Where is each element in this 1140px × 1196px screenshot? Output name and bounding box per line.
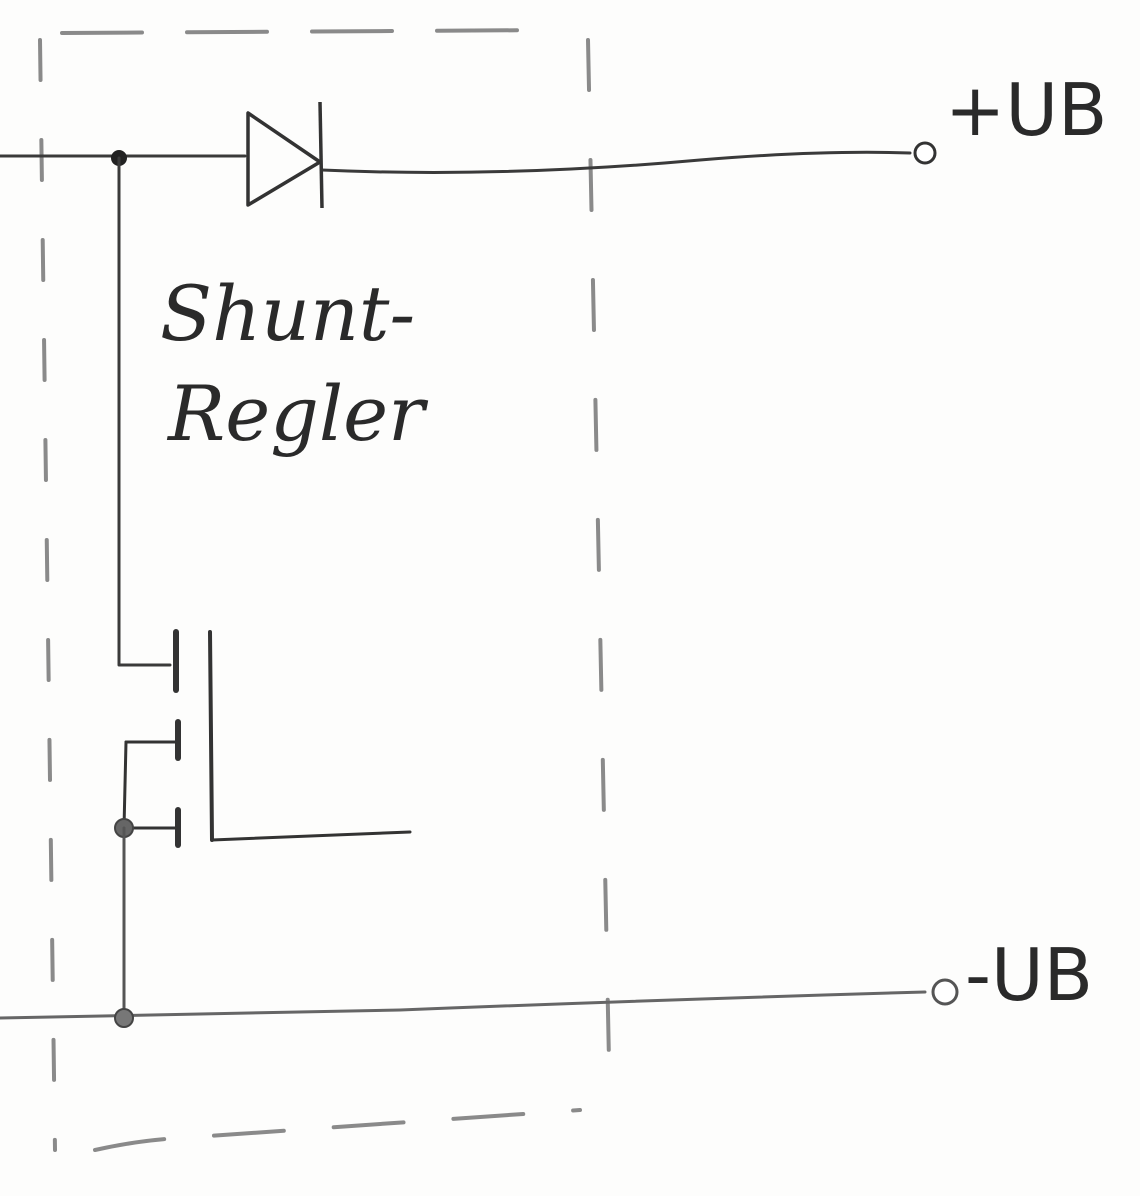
regulator-label-line2: Regler [166,369,429,458]
regulator-enclosure [38,28,612,1152]
mosfet-channel [208,630,214,842]
mosfet-source-link [122,740,178,830]
plus-terminal-label: +UB [945,68,1107,152]
gate-feed-wire [117,156,172,667]
bottom-rail [0,990,927,1020]
plus-terminal-circle [913,141,937,165]
minus-terminal-label: -UB [965,933,1093,1017]
minus-terminal-circle [931,978,959,1006]
diode-triangle [246,111,322,207]
enclosure-left-edge [38,38,57,1152]
top-rail [0,150,912,174]
regulator-label-line1: Shunt- [160,269,415,358]
junction-dot-bottom [114,1008,134,1028]
mosfet-drain-lead [210,830,412,842]
enclosure-bottom-edge [93,1108,582,1152]
enclosure-right-edge [586,38,612,1112]
enclosure-top-edge [60,28,562,35]
diode-bar [318,101,324,209]
output-wire-top [320,150,912,174]
diode [246,101,324,209]
